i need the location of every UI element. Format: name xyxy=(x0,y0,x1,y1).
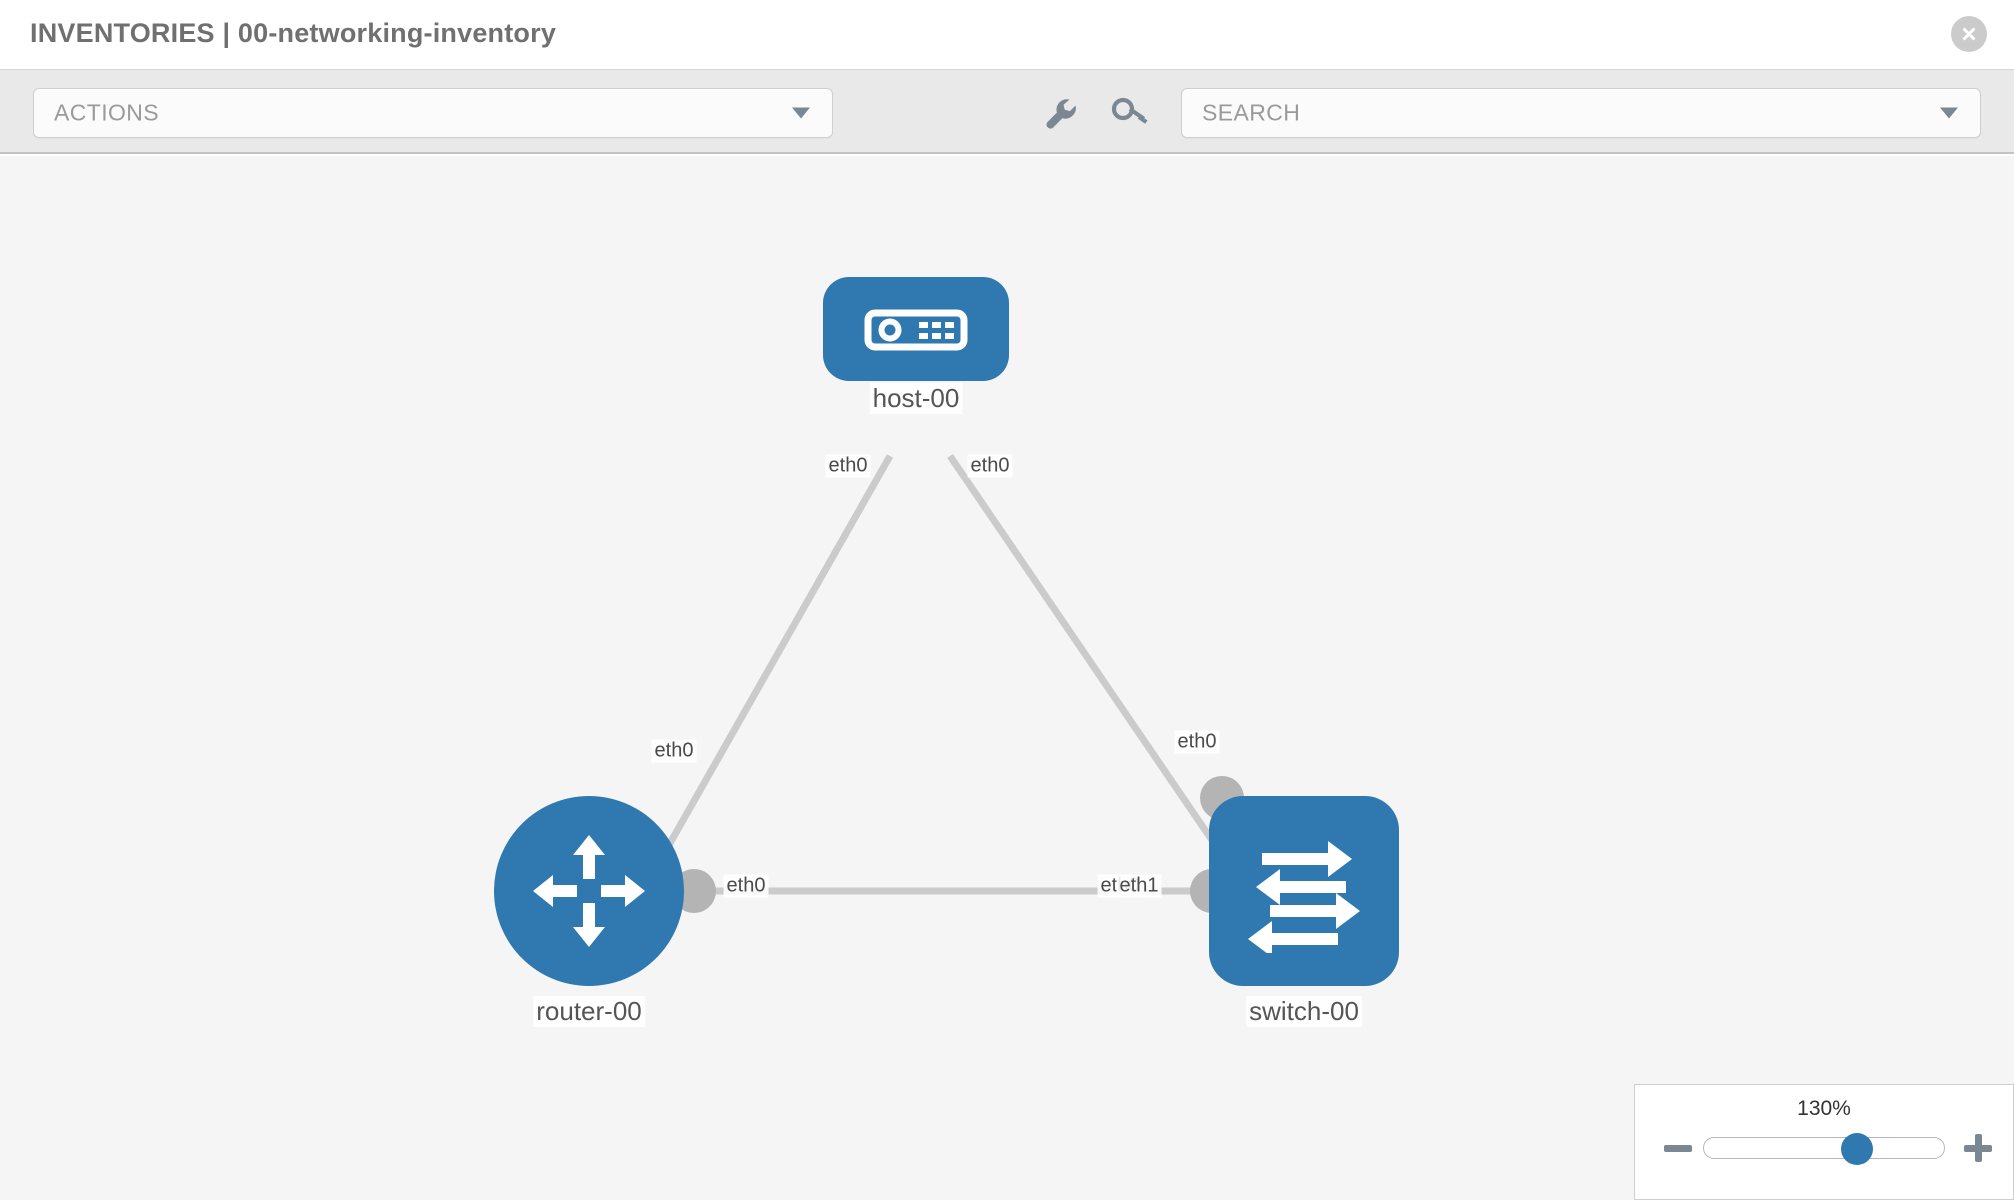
iface-label-host-right: eth0 xyxy=(967,454,1013,478)
zoom-control-panel: 130% xyxy=(1634,1084,2014,1200)
switch-node-shape[interactable] xyxy=(1209,796,1399,986)
zoom-level-value: 130% xyxy=(1797,1097,1851,1120)
host-node-shape[interactable] xyxy=(823,277,1009,381)
iface-label-switch-eth1: eth1 xyxy=(1116,874,1162,898)
iface-label-host-left: eth0 xyxy=(825,454,871,478)
page-header: INVENTORIES | 00-networking-inventory xyxy=(0,0,2014,70)
node-label-host-00: host-00 xyxy=(869,383,963,414)
node-label-switch-00: switch-00 xyxy=(1246,996,1362,1027)
chevron-down-icon xyxy=(1940,107,1958,119)
iface-label-router-up: eth0 xyxy=(651,739,697,763)
zoom-slider-thumb[interactable] xyxy=(1840,1133,1873,1165)
link-host-router xyxy=(636,454,894,898)
node-label-router-00: router-00 xyxy=(533,996,645,1027)
wrench-icon[interactable] xyxy=(1038,90,1084,136)
search-placeholder: SEARCH xyxy=(1202,99,1301,126)
iface-label-router-right: eth0 xyxy=(723,874,769,898)
iface-label-switch-up: eth0 xyxy=(1174,730,1220,754)
link-host-switch xyxy=(947,454,1253,898)
toolbar: ACTIONS SEARCH xyxy=(0,70,2014,154)
router-node-shape[interactable] xyxy=(494,796,684,986)
search-input[interactable]: SEARCH xyxy=(1181,88,1981,138)
minus-icon[interactable] xyxy=(1661,1131,1695,1165)
page-title: INVENTORIES | 00-networking-inventory xyxy=(30,18,557,48)
router-arrows-icon xyxy=(533,835,645,947)
switch-arrows-icon xyxy=(1248,841,1360,953)
zoom-slider[interactable] xyxy=(1703,1133,1945,1165)
chevron-down-icon xyxy=(792,107,810,119)
close-icon[interactable] xyxy=(1951,16,1987,52)
actions-dropdown-label: ACTIONS xyxy=(54,99,160,126)
plus-icon[interactable] xyxy=(1961,1131,1995,1165)
server-icon xyxy=(864,309,968,351)
key-icon[interactable] xyxy=(1106,90,1152,136)
actions-dropdown[interactable]: ACTIONS xyxy=(33,88,833,138)
topology-canvas[interactable]: host-00 router-00 xyxy=(0,156,2014,1200)
